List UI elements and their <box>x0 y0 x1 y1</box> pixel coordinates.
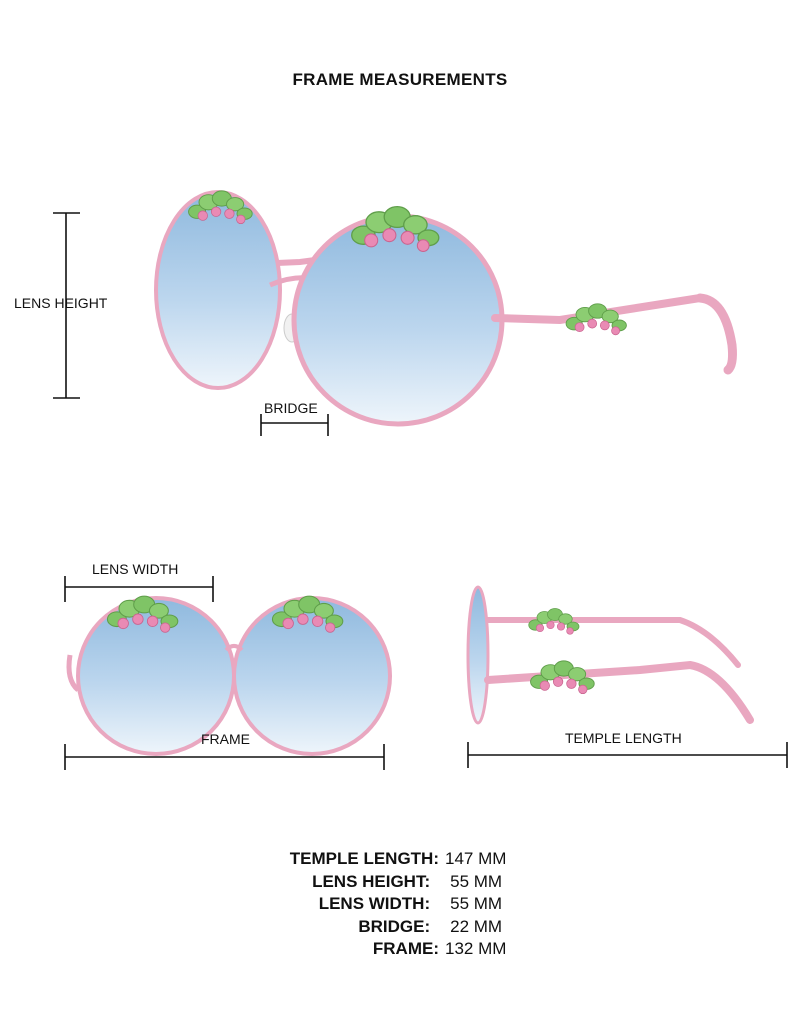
measurement-row: BRIDGE: 22 MM <box>240 916 560 939</box>
temple-length-label: TEMPLE LENGTH <box>565 730 682 746</box>
measurement-value: 132 MM <box>445 939 507 959</box>
front-lens <box>291 213 505 427</box>
frame-dimension-line <box>64 744 385 770</box>
lens-width-dimension-line <box>64 576 214 602</box>
back-lens <box>154 190 282 390</box>
measurement-value: 22 MM <box>450 916 503 936</box>
bridge-label: BRIDGE <box>264 400 318 416</box>
frame-label: FRAME <box>201 731 250 747</box>
lens-width-label: LENS WIDTH <box>92 561 179 577</box>
lens-height-dimension-line <box>53 212 80 399</box>
lens-height-label: LENS HEIGHT <box>14 295 108 311</box>
page-title: FRAME MEASUREMENTS <box>292 70 508 89</box>
measurement-row: FRAME: 132 MM <box>240 938 560 961</box>
measurement-value: 147 MM <box>445 849 507 869</box>
measurement-label: FRAME: <box>372 939 439 959</box>
glasses-side-illustration <box>466 585 788 768</box>
measurement-label: LENS WIDTH: <box>318 894 431 914</box>
measurements-list: TEMPLE LENGTH: 147 MM LENS HEIGHT: 55 MM… <box>240 848 560 961</box>
bridge-dimension-line <box>260 414 329 436</box>
glasses-front-illustration <box>64 576 392 770</box>
measurement-label: LENS HEIGHT: <box>312 871 431 891</box>
measurement-value: 55 MM <box>450 871 503 891</box>
measurement-value: 55 MM <box>450 894 503 914</box>
measurement-label: TEMPLE LENGTH: <box>289 849 439 869</box>
measurement-row: LENS WIDTH: 55 MM <box>240 893 560 916</box>
measurement-row: LENS HEIGHT: 55 MM <box>240 871 560 894</box>
measurement-row: TEMPLE LENGTH: 147 MM <box>240 848 560 871</box>
measurement-label: BRIDGE: <box>358 916 431 936</box>
temple-length-dimension-line <box>467 742 788 768</box>
